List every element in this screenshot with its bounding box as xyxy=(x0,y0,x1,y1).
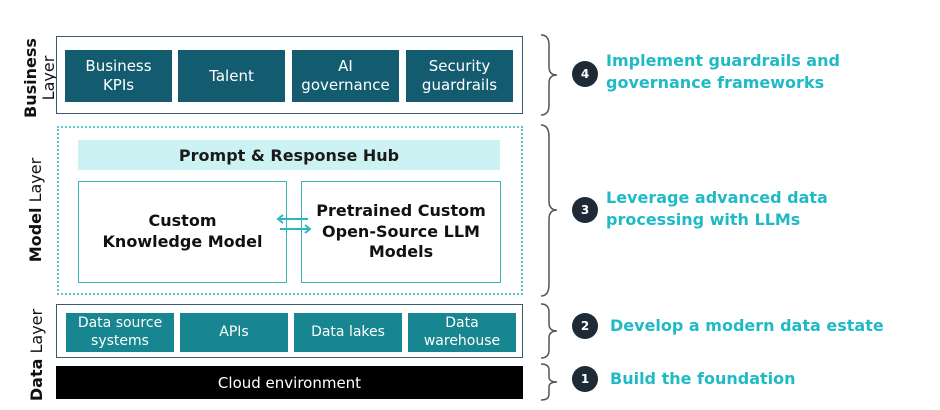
brace-icon-data xyxy=(540,303,558,359)
data-tile-source-systems: Data source systems xyxy=(66,313,174,352)
data-tile-data-lakes: Data lakes xyxy=(294,313,402,352)
data-layer-label: Data Layer xyxy=(27,300,48,410)
brace-icon-foundation xyxy=(540,363,558,401)
step-badge-4: 4 xyxy=(572,61,598,87)
cloud-environment-bar: Cloud environment xyxy=(56,366,523,399)
step-badge-2: 2 xyxy=(572,313,598,339)
step-badge-3: 3 xyxy=(572,197,598,223)
prompt-response-hub: Prompt & Response Hub xyxy=(78,140,500,170)
custom-knowledge-model-box: Custom Knowledge Model xyxy=(78,181,287,283)
model-layer-label: Model Layer xyxy=(26,145,47,275)
data-tile-apis: APIs xyxy=(180,313,288,352)
step-badge-1: 1 xyxy=(572,366,598,392)
step-text-3: Leverage advanced data processing with L… xyxy=(606,188,828,229)
step-text-2: Develop a modern data estate xyxy=(610,316,884,335)
model-layer-bold: Model xyxy=(26,207,45,263)
data-layer-normal: Layer xyxy=(27,308,46,354)
business-tile-talent: Talent xyxy=(178,50,285,102)
bidirectional-arrow-icon xyxy=(276,214,312,234)
step-text-4: Implement guardrails and governance fram… xyxy=(606,51,840,92)
data-tile-data-warehouse: Data warehouse xyxy=(408,313,516,352)
business-tile-ai-governance: AI governance xyxy=(292,50,399,102)
business-layer-label: Business Layer xyxy=(21,30,58,126)
pretrained-llm-box: Pretrained Custom Open-Source LLM Models xyxy=(301,181,501,283)
step-text-1: Build the foundation xyxy=(610,369,796,388)
brace-icon-model xyxy=(540,124,558,297)
data-layer-bold: Data xyxy=(27,358,46,402)
brace-icon-business xyxy=(540,34,558,116)
model-layer-normal: Layer xyxy=(26,157,45,203)
business-tile-security-guardrails: Security guardrails xyxy=(406,50,513,102)
business-tile-kpis: Business KPIs xyxy=(65,50,172,102)
business-layer-bold: Business xyxy=(21,38,40,118)
